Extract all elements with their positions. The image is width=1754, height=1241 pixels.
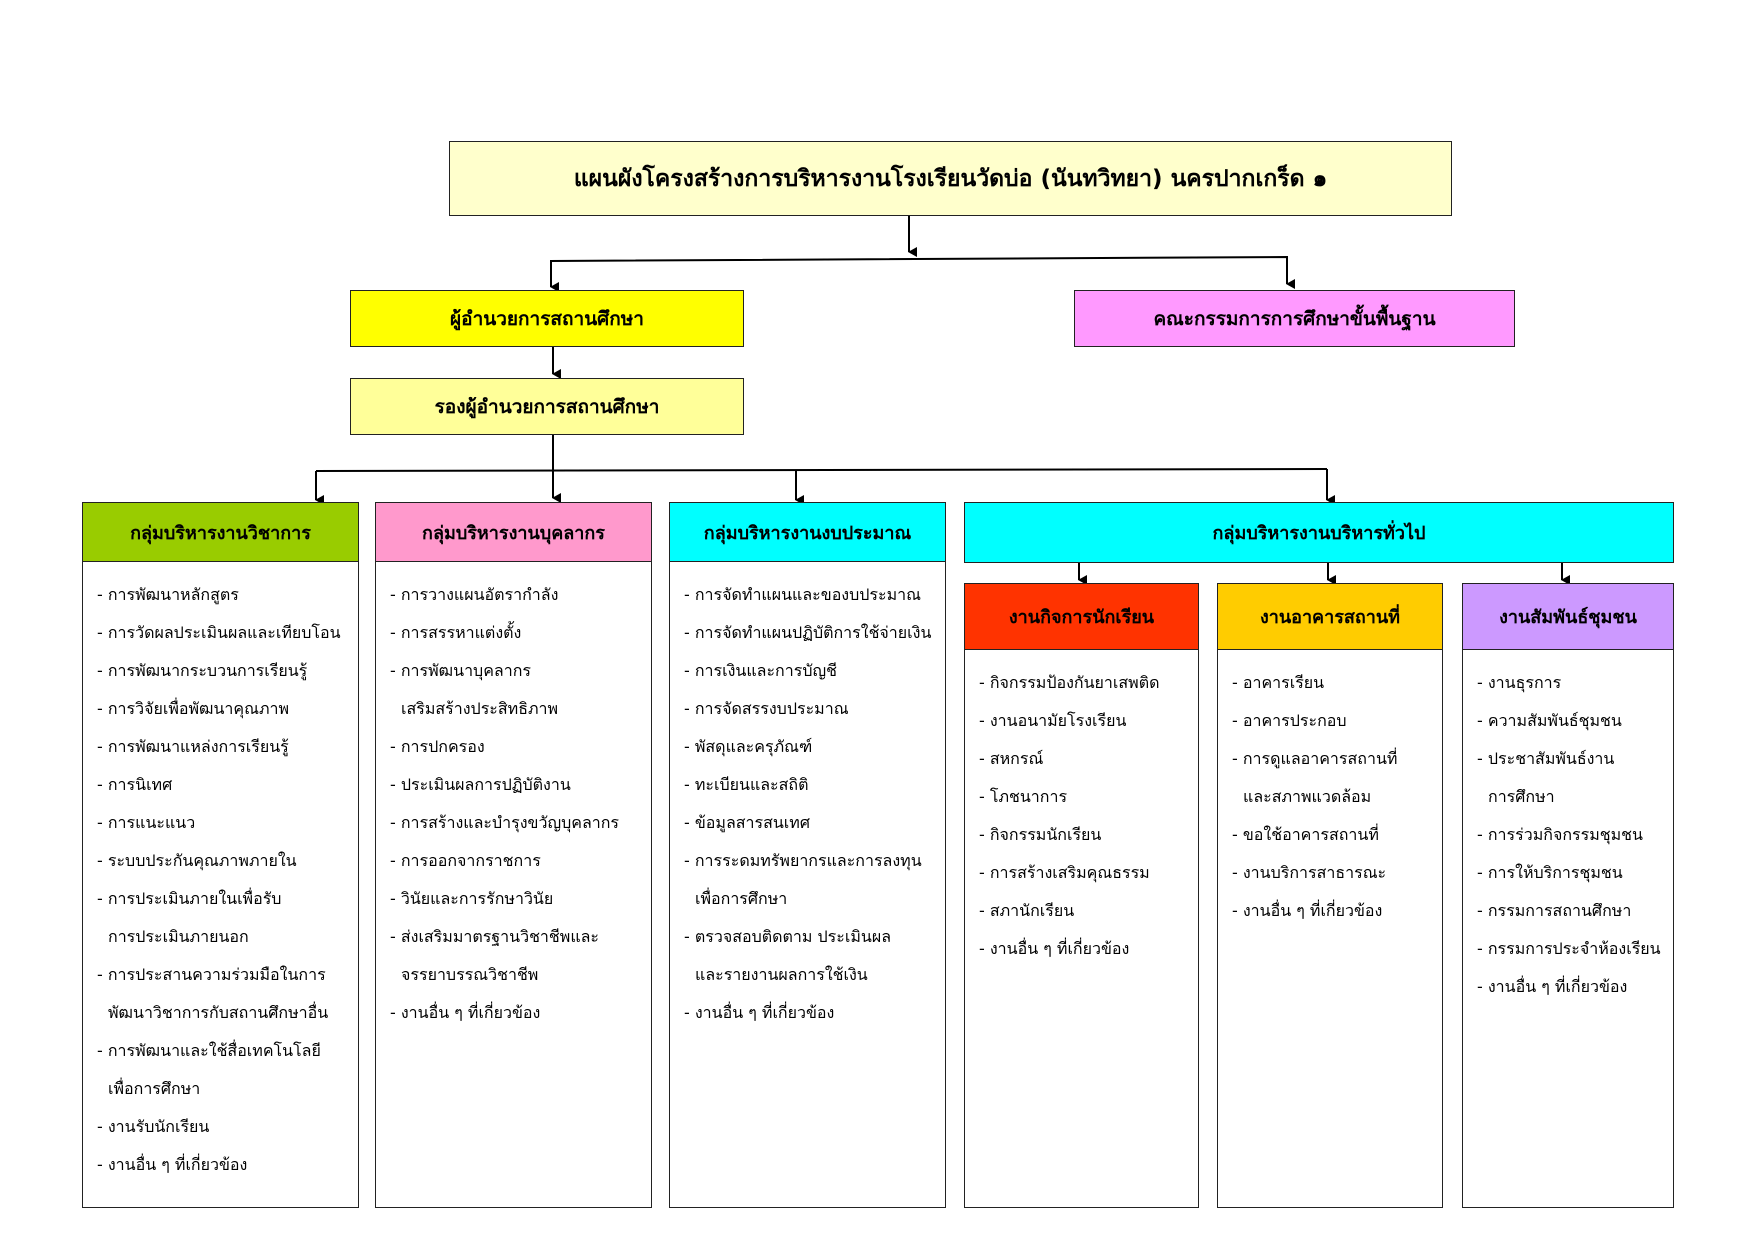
personnel-group-header: กลุ่มบริหารงานบุคลากร	[375, 502, 652, 562]
list-item: - การจัดทำแผนปฏิบัติการใช้จ่ายเงิน	[684, 623, 932, 642]
list-item: - พัสดุและครุภัณฑ์	[684, 737, 813, 756]
list-item: - สหกรณ์	[979, 749, 1044, 768]
personnel-task-list: - การวางแผนอัตรากำลัง - การสรรหาแต่งตั้ง -…	[375, 562, 652, 1208]
list-item: - การวิจัยเพื่อพัฒนาคุณภาพ	[97, 699, 290, 718]
list-item: การศึกษา	[1488, 787, 1555, 806]
student-affairs-header: งานกิจการนักเรียน	[964, 583, 1199, 650]
general-group-title: กลุ่มบริหารงานบริหารทั่วไป	[1212, 523, 1426, 544]
building-title: งานอาคารสถานที่	[1259, 607, 1401, 628]
student-affairs-task-list: - กิจกรรมป้องกันยาเสพติด - งานอนามัยโรงเร…	[964, 650, 1199, 1208]
list-item: - ทะเบียนและสถิติ	[684, 775, 809, 794]
list-item: - อาคารประกอบ	[1232, 711, 1347, 730]
academic-task-list: - การพัฒนาหลักสูตร - การวัดผลประเมินผลและ…	[82, 562, 359, 1208]
list-item: - ขอใช้อาคารสถานที่	[1232, 825, 1379, 844]
list-item: - งานอื่น ๆ ที่เกี่ยวข้อง	[97, 1155, 248, 1174]
list-item: - การพัฒนาบุคลากร	[390, 661, 531, 680]
building-header: งานอาคารสถานที่	[1217, 583, 1443, 650]
list-item: - การวัดผลประเมินผลและเทียบโอน	[97, 623, 341, 642]
list-item: - งานรับนักเรียน	[97, 1117, 210, 1136]
director-box: ผู้อำนวยการสถานศึกษา	[350, 290, 744, 347]
list-item: - งานบริการสาธารณะ	[1232, 863, 1387, 882]
budget-task-list: - การจัดทำแผนและของบประมาณ - การจัดทำแผนป…	[669, 562, 946, 1208]
list-item: - การพัฒนาแหล่งการเรียนรู้	[97, 737, 289, 756]
list-item: เพื่อการศึกษา	[695, 889, 788, 908]
list-item: - การเงินและการบัญชี	[684, 661, 837, 680]
list-item: - การประสานความร่วมมือในการ	[97, 965, 326, 984]
list-item: - กิจกรรมนักเรียน	[979, 825, 1102, 844]
list-item: - งานอื่น ๆ ที่เกี่ยวข้อง	[979, 939, 1130, 958]
list-item: เสริมสร้างประสิทธิภาพ	[401, 699, 559, 718]
page-title-text: แผนผังโครงสร้างการบริหารงานโรงเรียนวัดบ่…	[573, 165, 1328, 192]
list-item: - การให้บริการชุมชน	[1477, 863, 1623, 882]
academic-group-header: กลุ่มบริหารงานวิชาการ	[82, 502, 359, 562]
list-item: การประเมินภายนอก	[108, 927, 249, 946]
list-item: - สภานักเรียน	[979, 901, 1075, 920]
list-item: - กรรมการสถานศึกษา	[1477, 901, 1632, 920]
list-item: - การวางแผนอัตรากำลัง	[390, 585, 559, 604]
list-item: - วินัยและการรักษาวินัย	[390, 889, 554, 908]
list-item: - อาคารเรียน	[1232, 673, 1325, 692]
list-item: - ส่งเสริมมาตรฐานวิชาชีพและ	[390, 927, 600, 946]
page-title: แผนผังโครงสร้างการบริหารงานโรงเรียนวัดบ่…	[449, 141, 1452, 216]
committee-label: คณะกรรมการการศึกษาขั้นพื้นฐาน	[1153, 307, 1436, 330]
deputy-director-label: รองผู้อำนวยการสถานศึกษา	[434, 395, 660, 418]
list-item: - การจัดสรรงบประมาณ	[684, 699, 849, 718]
list-item: - กิจกรรมป้องกันยาเสพติด	[979, 673, 1160, 692]
list-item: - โภชนาการ	[979, 787, 1068, 806]
list-item: - การดูแลอาคารสถานที่	[1232, 749, 1398, 768]
list-item: และสภาพแวดล้อม	[1243, 787, 1372, 806]
student-affairs-title: งานกิจการนักเรียน	[1008, 607, 1155, 628]
community-title: งานสัมพันธ์ชุมชน	[1499, 607, 1637, 628]
list-item: - กรรมการประจำห้องเรียน	[1477, 939, 1661, 958]
budget-group-header: กลุ่มบริหารงานงบประมาณ	[669, 502, 946, 562]
list-item: - การพัฒนาหลักสูตร	[97, 585, 239, 604]
list-item: - งานอื่น ๆ ที่เกี่ยวข้อง	[684, 1003, 835, 1022]
list-item: - การจัดทำแผนและของบประมาณ	[684, 585, 921, 604]
list-item: - การสรรหาแต่งตั้ง	[390, 623, 522, 642]
list-item: - ความสัมพันธ์ชุมชน	[1477, 711, 1622, 730]
committee-box: คณะกรรมการการศึกษาขั้นพื้นฐาน	[1074, 290, 1515, 347]
list-item: - การพัฒนาและใช้สื่อเทคโนโลยี	[97, 1041, 321, 1060]
list-item: - งานอื่น ๆ ที่เกี่ยวข้อง	[1477, 977, 1628, 996]
personnel-group-title: กลุ่มบริหารงานบุคลากร	[422, 522, 605, 544]
list-item: - ประชาสัมพันธ์งาน	[1477, 749, 1615, 768]
list-item: - การปกครอง	[390, 737, 485, 756]
list-item: พัฒนาวิชาการกับสถานศึกษาอื่น	[108, 1003, 329, 1022]
list-item: - การประเมินภายในเพื่อรับ	[97, 889, 282, 908]
list-item: - การนิเทศ	[97, 775, 173, 794]
deputy-director-box: รองผู้อำนวยการสถานศึกษา	[350, 378, 744, 435]
list-item: - การแนะแนว	[97, 813, 196, 832]
list-item: - งานอื่น ๆ ที่เกี่ยวข้อง	[390, 1003, 541, 1022]
director-label: ผู้อำนวยการสถานศึกษา	[450, 307, 644, 330]
list-item: - การสร้างเสริมคุณธรรม	[979, 863, 1150, 882]
community-header: งานสัมพันธ์ชุมชน	[1462, 583, 1674, 650]
list-item: เพื่อการศึกษา	[108, 1079, 201, 1098]
list-item: - งานอื่น ๆ ที่เกี่ยวข้อง	[1232, 901, 1383, 920]
list-item: - การระดมทรัพยากรและการลงทุน	[684, 851, 922, 870]
list-item: - การสร้างและบำรุงขวัญบุคลากร	[390, 813, 620, 832]
list-item: - ตรวจสอบติดตาม ประเมินผล	[684, 927, 891, 946]
list-item: - การออกจากราชการ	[390, 851, 541, 870]
academic-group-title: กลุ่มบริหารงานวิชาการ	[130, 522, 311, 544]
list-item: และรายงานผลการใช้เงิน	[695, 965, 868, 984]
list-item: จรรยาบรรณวิชาชีพ	[401, 965, 539, 984]
list-item: - งานอนามัยโรงเรียน	[979, 711, 1127, 730]
list-item: - การร่วมกิจกรรมชุมชน	[1477, 825, 1643, 844]
list-item: - ประเมินผลการปฏิบัติงาน	[390, 775, 571, 794]
list-item: - การพัฒนากระบวนการเรียนรู้	[97, 661, 308, 680]
list-item: - งานธุรการ	[1477, 673, 1562, 692]
budget-group-title: กลุ่มบริหารงานงบประมาณ	[703, 522, 912, 544]
building-task-list: - อาคารเรียน - อาคารประกอบ - การดูแลอาคารส…	[1217, 650, 1443, 1208]
list-item: - ระบบประกันคุณภาพภายใน	[97, 851, 297, 870]
community-task-list: - งานธุรการ - ความสัมพันธ์ชุมชน - ประชาสัม…	[1462, 650, 1674, 1208]
list-item: - ข้อมูลสารสนเทศ	[684, 813, 810, 832]
general-group-header: กลุ่มบริหารงานบริหารทั่วไป	[964, 502, 1674, 563]
